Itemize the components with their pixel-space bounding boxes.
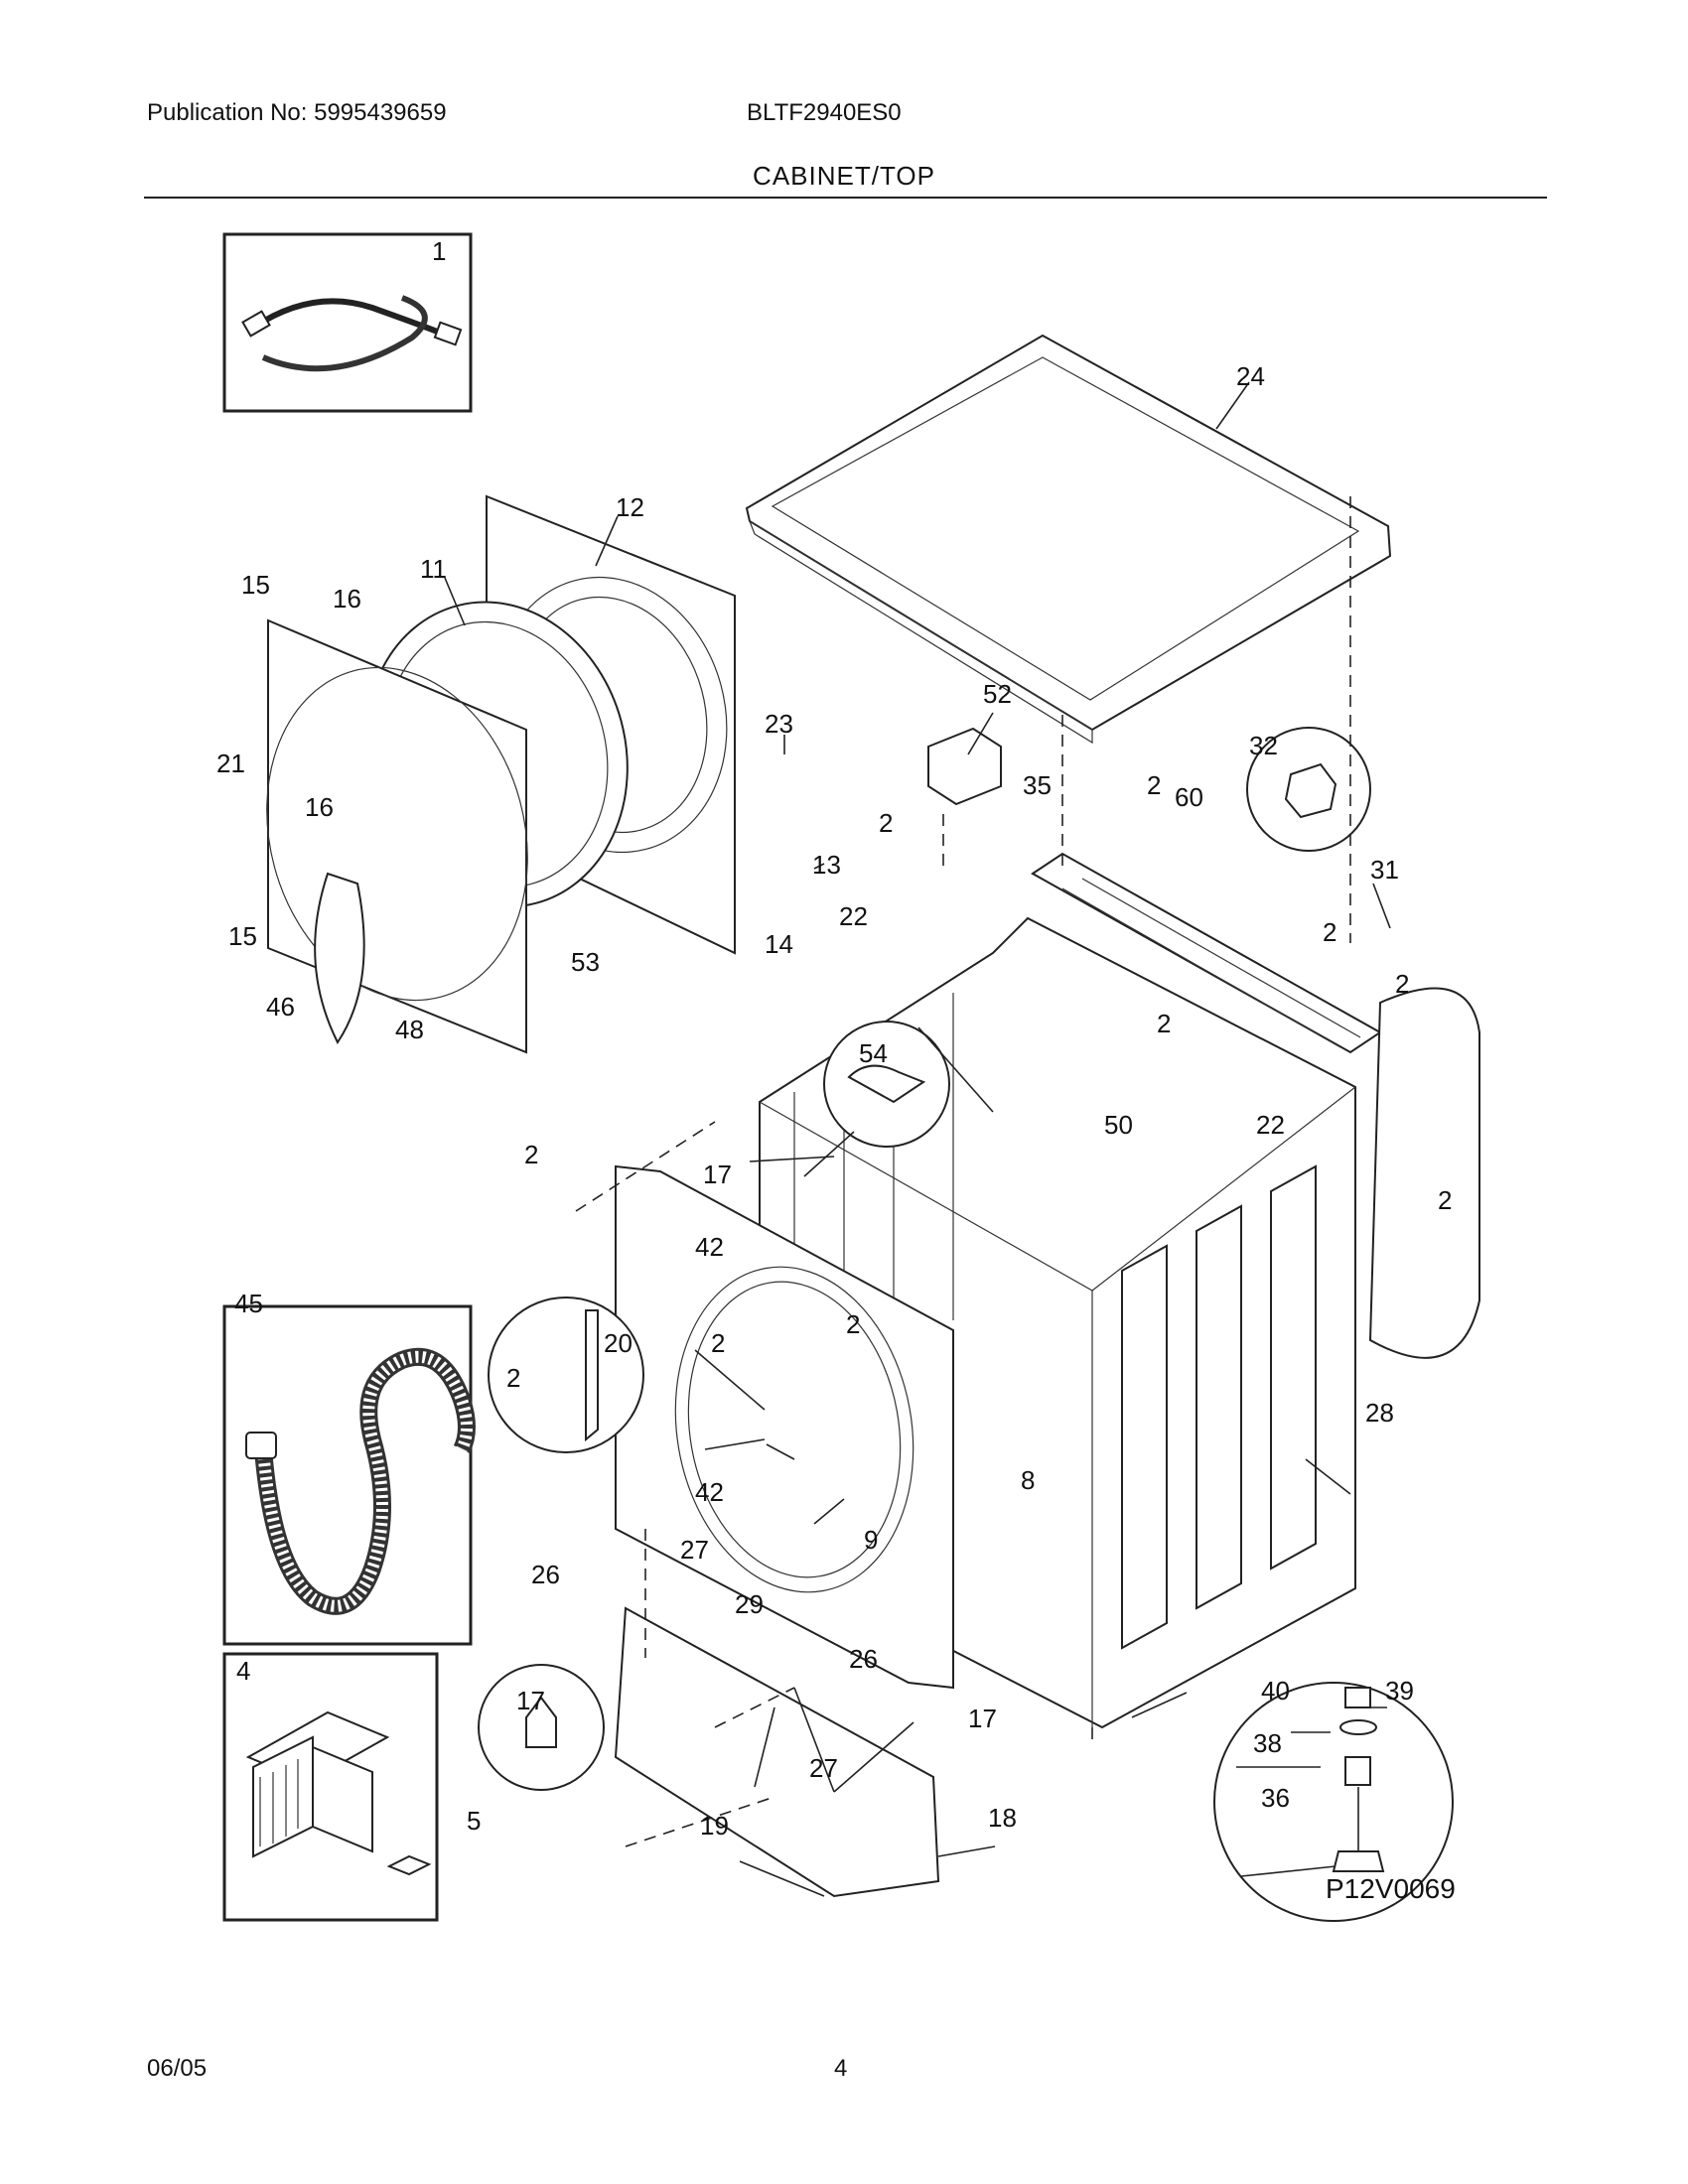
callout-2e: 2	[1157, 1009, 1171, 1038]
callout-18: 18	[988, 1803, 1017, 1833]
callout-2f: 2	[524, 1140, 538, 1169]
publication-number: Publication No: 5995439659	[147, 99, 447, 126]
callout-23: 23	[765, 709, 793, 739]
callout-46: 46	[266, 992, 295, 1022]
callout-15a: 15	[241, 570, 270, 600]
callout-22a: 22	[839, 901, 868, 931]
callout-48: 48	[395, 1015, 424, 1044]
callout-1: 1	[432, 236, 446, 266]
inset-inlet-hose	[222, 232, 473, 413]
callout-45: 45	[234, 1289, 263, 1318]
callout-4: 4	[236, 1656, 250, 1686]
detail-circle-54	[823, 1021, 950, 1148]
detail-circle-feet	[1213, 1682, 1454, 1922]
callout-42a: 42	[695, 1232, 724, 1262]
callout-17b: 17	[516, 1686, 545, 1715]
callout-2c: 2	[1323, 917, 1336, 947]
section-title: CABINET/TOP	[753, 161, 935, 191]
detail-circle-17	[478, 1664, 605, 1791]
callout-2a: 2	[1147, 770, 1161, 800]
callout-2i: 2	[711, 1328, 725, 1358]
callout-11: 11	[420, 554, 447, 584]
callout-60: 60	[1175, 782, 1203, 812]
callout-32: 32	[1249, 731, 1278, 760]
footer-page-number: 4	[834, 2055, 848, 2082]
alignment-lines	[575, 496, 1351, 1847]
front-frame	[266, 618, 528, 1054]
callout-35: 35	[1023, 770, 1052, 800]
callout-8: 8	[1021, 1465, 1035, 1495]
leader-lines	[444, 381, 1391, 1897]
callout-39: 39	[1385, 1676, 1414, 1706]
callout-42b: 42	[695, 1477, 724, 1507]
callout-52: 52	[983, 679, 1012, 709]
callout-40: 40	[1261, 1676, 1290, 1706]
callout-2g: 2	[1438, 1185, 1452, 1215]
callout-50: 50	[1104, 1110, 1133, 1140]
callout-22b: 22	[1256, 1110, 1285, 1140]
callout-17a: 17	[703, 1160, 732, 1189]
callout-24: 24	[1236, 361, 1265, 391]
callout-26b: 26	[849, 1644, 878, 1674]
callout-2d: 2	[1395, 969, 1409, 999]
detail-circle-20	[488, 1297, 644, 1453]
callout-5: 5	[467, 1806, 481, 1836]
front-panel	[615, 1164, 954, 1690]
callout-19: 19	[700, 1811, 729, 1841]
model-number: BLTF2940ES0	[747, 99, 902, 126]
dispenser-box	[927, 727, 1002, 806]
callout-17c: 17	[968, 1704, 997, 1733]
rear-panel	[1368, 987, 1480, 1359]
callout-13: 13	[812, 850, 841, 880]
callout-27a: 27	[680, 1535, 709, 1565]
header-rule	[144, 197, 1547, 199]
inset-control-bracket	[222, 1652, 439, 1922]
inset-drain-hose	[222, 1304, 476, 1646]
callout-2b: 2	[879, 808, 893, 838]
footer-date: 06/05	[147, 2055, 208, 2082]
diagram-code: P12V0069	[1326, 1873, 1456, 1904]
top-panel	[745, 334, 1392, 745]
callout-labels: 1 24 12 11 15 16 52 23 32 21 35 2 60 2 1…	[216, 236, 1456, 1904]
callout-16a: 16	[333, 584, 361, 614]
callout-29: 29	[735, 1589, 764, 1619]
callout-38: 38	[1253, 1728, 1282, 1758]
callout-27b: 27	[809, 1753, 838, 1783]
callout-20: 20	[604, 1328, 633, 1358]
detail-circle-32	[1246, 727, 1371, 852]
callout-14: 14	[765, 929, 793, 959]
callout-53: 53	[571, 947, 600, 977]
callout-36: 36	[1261, 1783, 1290, 1813]
callout-31: 31	[1370, 855, 1399, 885]
callout-54: 54	[859, 1038, 888, 1068]
callout-9: 9	[864, 1525, 878, 1555]
callout-26a: 26	[531, 1560, 560, 1589]
callout-16b: 16	[305, 792, 334, 822]
callout-2h: 2	[846, 1309, 860, 1339]
callout-28: 28	[1365, 1398, 1394, 1428]
callout-2j: 2	[506, 1363, 520, 1393]
callout-15b: 15	[228, 921, 257, 951]
callout-12: 12	[616, 492, 644, 522]
callout-21: 21	[216, 749, 245, 778]
